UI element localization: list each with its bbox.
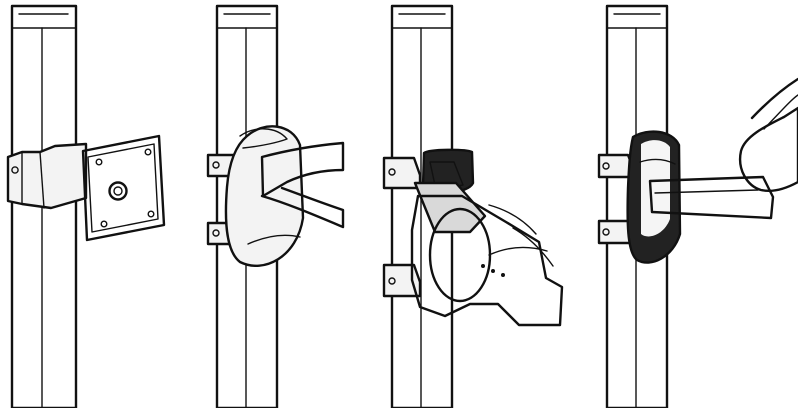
articulating-cover-4 — [626, 130, 682, 264]
panel-2-curved-arm — [206, 4, 345, 408]
pole-1 — [10, 4, 78, 408]
bracket-1 — [6, 142, 88, 210]
panel-3-telescopic-arm — [382, 4, 564, 408]
bracket-3-top — [382, 156, 422, 190]
telescopic-head-3 — [410, 148, 564, 327]
panel-1-vesa-plate — [6, 4, 166, 408]
vesa-plate — [81, 134, 166, 242]
arm-link-4 — [648, 77, 798, 220]
panel-4-articulating-arm — [597, 4, 798, 408]
curved-arm-2 — [260, 141, 345, 229]
